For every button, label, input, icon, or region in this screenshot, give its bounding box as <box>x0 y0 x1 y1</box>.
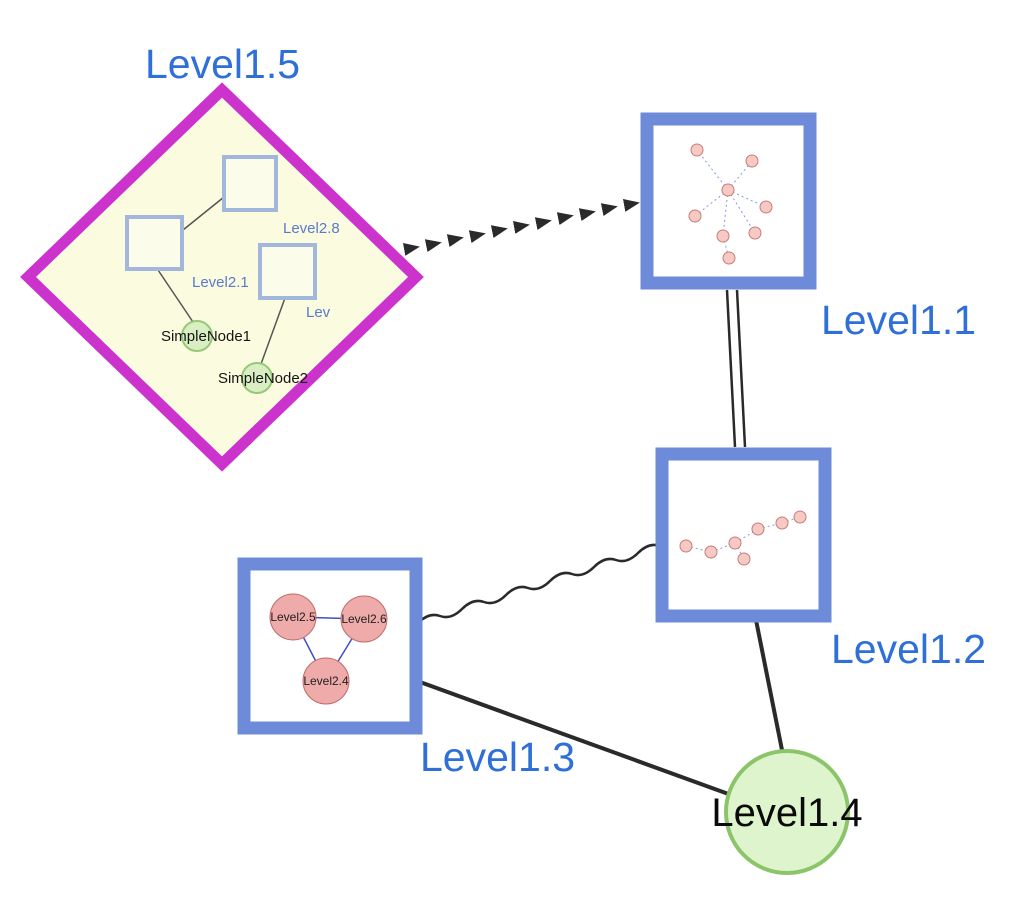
mini-node[interactable] <box>759 200 773 214</box>
mini-node[interactable] <box>716 229 730 243</box>
level28-label: Level2.8 <box>283 220 340 237</box>
level12-label: Level1.2 <box>831 626 986 672</box>
level15-diamond[interactable] <box>20 82 424 472</box>
node-level25[interactable] <box>269 593 317 641</box>
level11-mini-graph <box>688 143 773 265</box>
edge-level11-level12[interactable] <box>725 289 747 448</box>
level13-label: Level1.3 <box>420 734 575 780</box>
mini-node[interactable] <box>722 251 736 265</box>
edge-level12-level14[interactable] <box>754 619 786 761</box>
group-node-level15: Level1.5 Level2.8 Level2.1 Lev SimpleNod… <box>20 41 424 472</box>
group-node-level13: Level2.5 Level2.6 Level2.4 Level1.3 <box>237 557 575 780</box>
mini-node[interactable] <box>679 539 693 553</box>
group-node-level11: Level1.1 <box>640 112 976 343</box>
level21-label: Level2.1 <box>192 274 249 291</box>
mini-node[interactable] <box>704 545 718 559</box>
simplenode2-label: SimpleNode2 <box>218 370 308 387</box>
mini-node[interactable] <box>690 143 704 157</box>
edge-level13-level14[interactable] <box>419 680 746 802</box>
level14-label: Level1.4 <box>711 791 862 835</box>
node-level24[interactable] <box>302 657 350 705</box>
simplenode1-label: SimpleNode1 <box>161 328 251 345</box>
node-level28[interactable] <box>222 155 278 212</box>
level26-label: Level2.6 <box>341 612 387 626</box>
edge-level21-level28[interactable] <box>182 196 225 231</box>
mini-node[interactable] <box>751 522 765 536</box>
mini-node[interactable] <box>728 536 742 550</box>
node-level14-group: Level1.4 <box>711 749 863 875</box>
level25-label: Level2.5 <box>270 610 316 624</box>
edge-level13-level12[interactable] <box>417 543 661 624</box>
level13-mini-graph: Level2.5 Level2.6 Level2.4 <box>269 593 388 705</box>
node-simplenode1[interactable] <box>181 320 213 352</box>
mini-node[interactable] <box>748 226 762 240</box>
mini-node[interactable] <box>688 209 702 223</box>
level12-mini-graph <box>679 510 807 566</box>
mini-node[interactable] <box>745 154 759 168</box>
level11-label: Level1.1 <box>821 297 976 343</box>
mini-node[interactable] <box>775 516 789 530</box>
node-level2x[interactable] <box>258 243 317 300</box>
level15-label: Level1.5 <box>145 41 300 87</box>
node-level14[interactable] <box>724 749 850 875</box>
level2x-label: Lev <box>306 304 331 321</box>
mini-node[interactable] <box>793 510 807 524</box>
mini-node[interactable] <box>721 183 735 197</box>
level24-label: Level2.4 <box>303 674 349 688</box>
node-level21[interactable] <box>125 215 184 271</box>
group-node-level12: Level1.2 <box>655 447 986 672</box>
level12-box[interactable] <box>655 447 832 623</box>
node-level26[interactable] <box>340 595 388 643</box>
edge-level15-level11[interactable] <box>402 199 640 256</box>
mini-node[interactable] <box>737 552 751 566</box>
node-simplenode2[interactable] <box>241 362 273 394</box>
edge-level2x-simplenode2[interactable] <box>260 297 286 365</box>
edge-level21-simplenode1[interactable] <box>157 269 194 323</box>
